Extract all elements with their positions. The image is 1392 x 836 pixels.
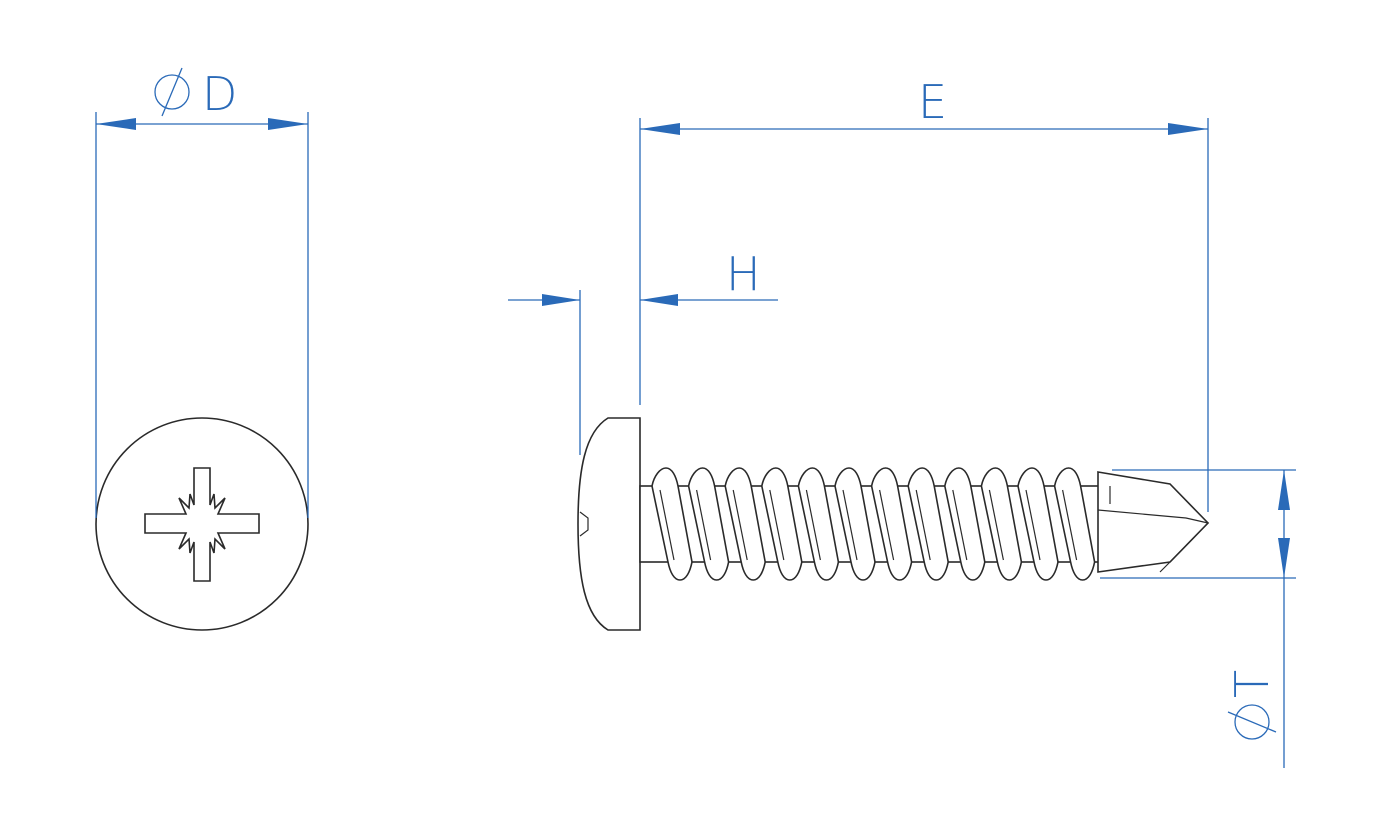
drill-point [1097,471,1210,573]
dimension-lines [95,112,1296,768]
screw-side-view [577,417,1210,631]
d-label-group: D [154,67,237,121]
thread-flank-line [988,489,1004,561]
thread-flank-line [696,489,712,561]
thread-crest [760,467,803,581]
thread-flank-line [805,489,821,561]
thread-crests [651,467,1096,581]
thread-flank-line [659,489,675,561]
thread-flank-line [1062,489,1078,561]
thread-flank-line [769,489,785,561]
thread-flank-line [915,489,931,561]
d-arrow-left [96,118,136,130]
thread-crest [870,467,913,581]
h-arrow-right [640,294,678,306]
e-label: E [918,75,947,129]
thread-crest [1017,467,1059,581]
pozidriv-recess [144,467,260,582]
thread-crest [687,467,730,581]
t-arrow-bottom [1278,538,1290,578]
diameter-symbol-icon [1227,704,1277,740]
t-label: T [1225,670,1279,698]
thread-flank-line [842,489,858,561]
diameter-symbol-icon [154,67,190,117]
pan-head-profile [577,417,641,631]
t-label-group: T [1225,670,1279,740]
e-arrow-right [1168,123,1208,135]
d-label: D [202,67,237,121]
screw-head-top-view [95,417,309,631]
h-label: H [726,247,761,301]
drill-flute [1097,509,1210,573]
head-slot-mark [579,511,589,537]
h-arrow-left [542,294,580,306]
thread-flank-line [1025,489,1041,561]
thread-flank-line [952,489,968,561]
thread-crest [907,467,950,581]
t-arrow-top [1278,470,1290,510]
d-arrow-right [268,118,308,130]
thread-crest [651,467,693,581]
thread-flank-line [732,489,748,561]
thread-crest [797,467,840,581]
thread-flank-line [879,489,895,561]
e-arrow-left [640,123,680,135]
thread-crest [943,467,986,581]
thread-crest [1053,467,1096,581]
thread-crest [980,467,1023,581]
thread-crest [724,467,767,581]
thread-crest [834,467,876,581]
